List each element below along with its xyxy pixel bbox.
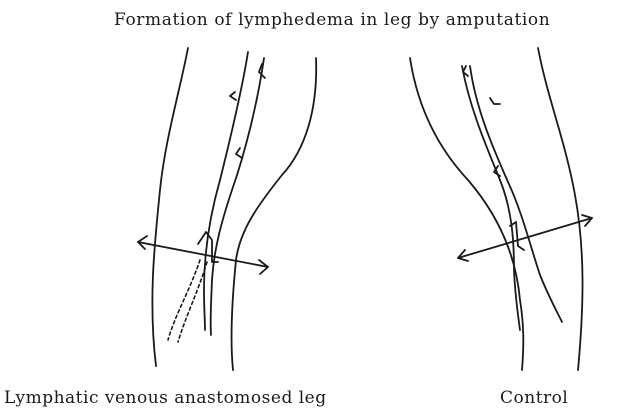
left-vessel-lateral xyxy=(204,52,248,330)
left-vessel-notch-lower xyxy=(236,148,242,158)
right-vessel-notch-middle xyxy=(490,98,500,104)
left-vessel-notch-middle xyxy=(230,92,236,100)
left-leg xyxy=(138,48,316,370)
right-leg-inner-contour xyxy=(538,48,583,370)
right-vessel-medial xyxy=(470,66,562,322)
right-measurement-arrow xyxy=(458,218,592,258)
left-lymphatic-dotted-outer xyxy=(168,260,200,340)
left-vessel-medial xyxy=(211,58,264,335)
left-leg-outer-contour xyxy=(152,48,188,366)
left-leg-inner-contour xyxy=(232,58,317,370)
right-leg-label: Control xyxy=(500,388,568,408)
left-leg-label: Lymphatic venous anastomosed leg xyxy=(4,388,327,408)
right-vessel-lateral xyxy=(462,66,520,330)
right-leg xyxy=(410,48,592,370)
left-measurement-arrow xyxy=(138,242,268,267)
right-leg-outer-contour xyxy=(410,58,523,370)
